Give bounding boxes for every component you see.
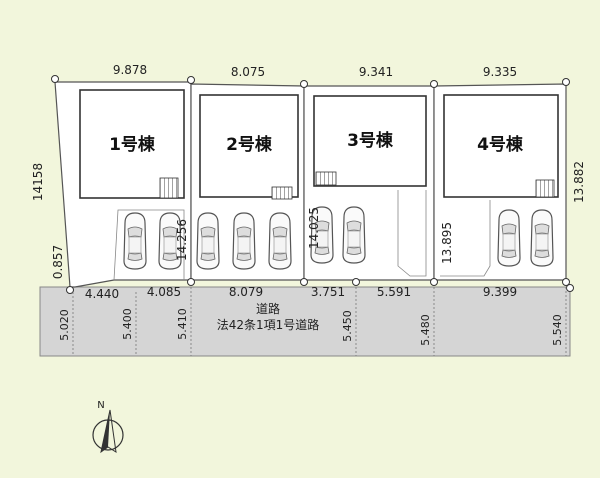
curb-1	[113, 209, 185, 281]
dim-road-6: 5.540	[551, 314, 564, 346]
dim-road-4: 5.450	[341, 310, 354, 342]
boundary-marker	[187, 76, 195, 84]
car-icon	[196, 212, 220, 270]
curb-4	[440, 200, 491, 277]
dim-front-1: 4.440	[85, 287, 119, 301]
boundary-marker	[187, 278, 195, 286]
boundary-marker	[562, 78, 570, 86]
car-icon	[232, 212, 256, 270]
dim-inner-2: 14.256	[175, 219, 189, 261]
boundary-marker	[566, 284, 574, 292]
dim-road-1: 5.020	[58, 309, 71, 341]
dim-front-4: 3.751	[311, 285, 345, 299]
boundary-marker	[300, 278, 308, 286]
boundary-marker	[352, 278, 360, 286]
dim-top-1: 9.878	[113, 63, 147, 77]
road-area	[39, 286, 571, 357]
dim-top-2: 8.075	[231, 65, 265, 79]
car-icon	[497, 209, 521, 267]
dim-top-3: 9.341	[359, 65, 393, 79]
car-icon	[342, 206, 366, 264]
dim-corner-cut: 0.857	[51, 245, 65, 279]
dim-top-4: 9.335	[483, 65, 517, 79]
building-3	[313, 95, 427, 187]
boundary-marker	[51, 75, 59, 83]
building-label-3: 3号棟	[347, 130, 394, 151]
dim-front-3: 8.079	[229, 285, 263, 299]
building-2	[199, 94, 299, 198]
car-icon	[123, 212, 147, 270]
dim-left-side: 14158	[31, 163, 45, 201]
road-name: 道路	[256, 301, 280, 316]
dim-road-3: 5.410	[176, 308, 189, 340]
dim-front-6: 9.399	[483, 285, 517, 299]
dim-front-2: 4.085	[147, 285, 181, 299]
dim-road-2: 5.400	[121, 308, 134, 340]
building-label-1: 1号棟	[109, 134, 156, 155]
dim-front-5: 5.591	[377, 285, 411, 299]
car-icon	[530, 209, 554, 267]
boundary-marker	[430, 278, 438, 286]
dim-road-5: 5.480	[419, 314, 432, 346]
dim-inner-3: 14.025	[307, 207, 321, 249]
car-icon	[268, 212, 292, 270]
entrance-step-2	[271, 186, 293, 200]
boundary-marker	[430, 80, 438, 88]
road-type: 法42条1項1号道路	[217, 317, 320, 332]
compass: N	[92, 400, 124, 454]
entrance-step-3	[315, 171, 337, 186]
entrance-step-1	[159, 177, 179, 199]
boundary-marker	[562, 278, 570, 286]
building-label-4: 4号棟	[477, 134, 524, 155]
boundary-marker	[66, 286, 74, 294]
compass-north-label: N	[97, 400, 104, 411]
dim-inner-4: 13.895	[440, 222, 454, 264]
building-label-2: 2号棟	[226, 134, 273, 155]
boundary-marker	[300, 80, 308, 88]
dim-right-side: 13.882	[572, 161, 586, 203]
curb-3	[397, 190, 427, 277]
entrance-step-4	[535, 179, 555, 198]
